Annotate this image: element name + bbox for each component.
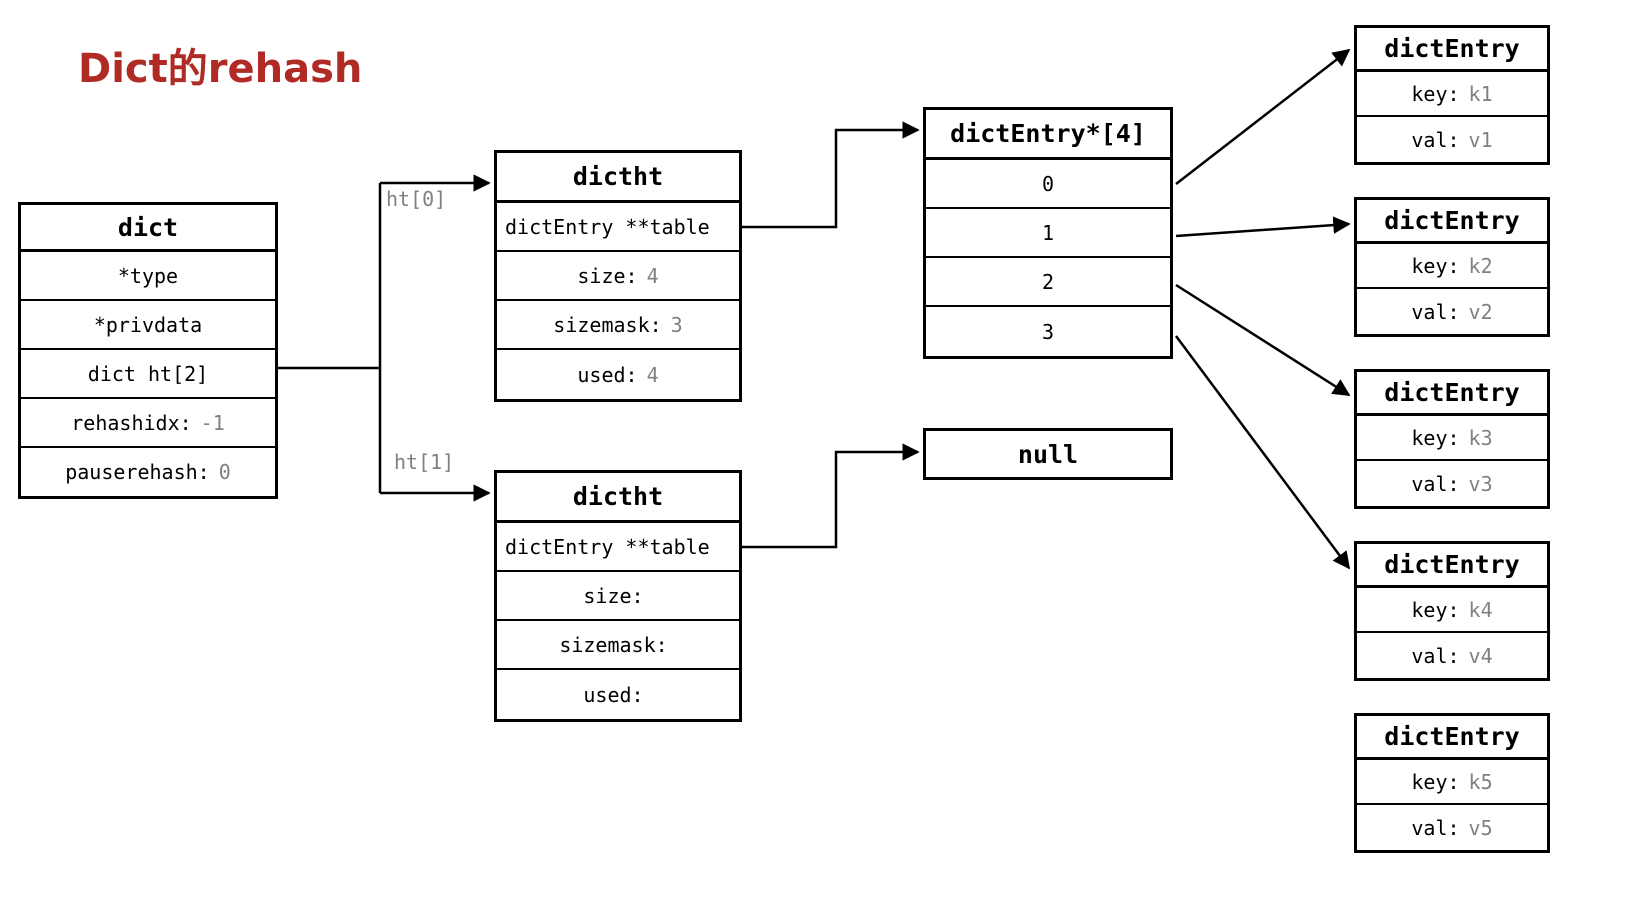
dictht1-struct-box: dictht dictEntry **table size: sizemask:… [494,470,742,722]
dictht1-field-table-label: dictEntry **table [505,534,710,559]
dict-entry-1-val-label: val: [1411,127,1460,152]
dict-field-type-label: *type [117,263,179,288]
dictht0-field-sizemask-label: sizemask: [553,312,662,337]
dict-entry-2-key-value: k2 [1468,253,1493,278]
dictht1-field-size: size: [497,572,739,621]
dict-entry-box-1: dictEntry key: k1 val: v1 [1354,25,1550,165]
dictht1-field-table: dictEntry **table [497,523,739,572]
dictht0-field-used: used: 4 [497,350,739,399]
dict-entry-5-key-value: k5 [1468,769,1493,794]
dict-entry-2-key: key: k2 [1357,244,1547,289]
bucket-array-box: dictEntry*[4] 0 1 2 3 [923,107,1173,359]
dictht0-field-used-label: used: [577,362,638,387]
dictht0-struct-box: dictht dictEntry **table size: 4 sizemas… [494,150,742,402]
dict-entry-5-key-label: key: [1411,769,1460,794]
page-title: Dict的rehash [78,46,363,92]
dict-entry-1-key-label: key: [1411,81,1460,106]
dict-entry-1-val: val: v1 [1357,117,1547,162]
dict-entry-5-key: key: k5 [1357,760,1547,805]
edge-label-ht1: ht[1] [394,450,455,474]
dict-entry-1-header: dictEntry [1357,28,1547,72]
dict-entry-box-5: dictEntry key: k5 val: v5 [1354,713,1550,853]
null-label: null [1017,439,1079,469]
bucket-slot-3-index: 3 [1041,319,1055,344]
wire-bucket0-to-entry1 [1175,48,1351,185]
dictht0-field-size: size: 4 [497,252,739,301]
dictht0-field-sizemask-value: 3 [670,312,683,337]
wire-table0-to-bucket-array [742,121,920,229]
dict-entry-3-val-value: v3 [1468,471,1493,496]
dict-field-rehashidx-value: -1 [200,410,225,435]
dict-entry-box-2: dictEntry key: k2 val: v2 [1354,197,1550,337]
dict-entry-4-val: val: v4 [1357,633,1547,678]
dict-entry-3-header: dictEntry [1357,372,1547,416]
dict-entry-4-header: dictEntry [1357,544,1547,588]
dict-entry-5-val-value: v5 [1468,815,1493,840]
dictht0-field-table-label: dictEntry **table [505,214,710,239]
dict-entry-4-key-label: key: [1411,597,1460,622]
edge-label-ht0: ht[0] [386,187,447,211]
dict-entry-3-val-label: val: [1411,471,1460,496]
dictht0-field-size-label: size: [577,263,638,288]
dict-struct-header: dict [21,205,275,252]
bucket-slot-1: 1 [926,209,1170,258]
dict-field-privdata: *privdata [21,301,275,350]
dict-entry-4-key-value: k4 [1468,597,1493,622]
dictht0-header: dictht [497,153,739,203]
bucket-slot-0-index: 0 [1041,171,1055,196]
dict-field-pauserehash: pauserehash: 0 [21,448,275,496]
wire-table1-to-null [742,443,920,549]
dictht0-field-table: dictEntry **table [497,203,739,252]
dictht0-field-size-value: 4 [646,263,659,288]
dictht1-field-used-label: used: [583,682,644,707]
dictht1-field-sizemask-label: sizemask: [559,632,668,657]
dict-field-rehashidx-label: rehashidx: [71,410,192,435]
wire-bucket3-to-entry4 [1174,335,1351,570]
dict-entry-2-val-label: val: [1411,299,1460,324]
dict-entry-3-val: val: v3 [1357,461,1547,506]
bucket-slot-3: 3 [926,307,1170,356]
dictht1-field-sizemask: sizemask: [497,621,739,670]
dict-entry-3-key: key: k3 [1357,416,1547,461]
dict-entry-4-key: key: k4 [1357,588,1547,633]
dict-entry-box-4: dictEntry key: k4 val: v4 [1354,541,1550,681]
bucket-slot-0: 0 [926,160,1170,209]
dict-field-ht-label: dict ht[2] [87,361,209,386]
dict-field-pauserehash-value: 0 [218,460,231,484]
dict-field-ht: dict ht[2] [21,350,275,399]
dict-field-privdata-label: *privdata [93,312,203,337]
dict-entry-1-val-value: v1 [1468,127,1493,152]
dict-entry-3-key-label: key: [1411,425,1460,450]
dict-entry-1-key-value: k1 [1468,81,1493,106]
dict-field-type: *type [21,252,275,301]
dict-entry-5-header: dictEntry [1357,716,1547,760]
dict-entry-4-val-label: val: [1411,643,1460,668]
wire-bucket1-to-entry2 [1175,216,1351,238]
bucket-slot-2-index: 2 [1041,269,1055,294]
dict-field-pauserehash-label: pauserehash: [65,460,210,484]
dict-field-rehashidx: rehashidx: -1 [21,399,275,448]
dict-entry-2-key-label: key: [1411,253,1460,278]
dict-entry-3-key-value: k3 [1468,425,1493,450]
dictht1-field-used: used: [497,670,739,719]
dict-entry-2-header: dictEntry [1357,200,1547,244]
dict-entry-2-val-value: v2 [1468,299,1493,324]
dict-struct-box: dict *type *privdata dict ht[2] rehashid… [18,202,278,499]
dictht1-header: dictht [497,473,739,523]
dict-entry-5-val-label: val: [1411,815,1460,840]
dict-entry-5-val: val: v5 [1357,805,1547,850]
dict-entry-4-val-value: v4 [1468,643,1493,668]
bucket-slot-2: 2 [926,258,1170,307]
dictht0-field-used-value: 4 [646,362,659,387]
dict-entry-2-val: val: v2 [1357,289,1547,334]
dictht0-field-sizemask: sizemask: 3 [497,301,739,350]
bucket-array-header: dictEntry*[4] [926,110,1170,160]
dict-entry-1-key: key: k1 [1357,72,1547,117]
dictht1-field-size-label: size: [583,583,644,608]
bucket-slot-1-index: 1 [1041,220,1055,245]
null-box: null [923,428,1173,480]
dict-entry-box-3: dictEntry key: k3 val: v3 [1354,369,1550,509]
wire-bucket2-to-entry3 [1175,283,1351,397]
